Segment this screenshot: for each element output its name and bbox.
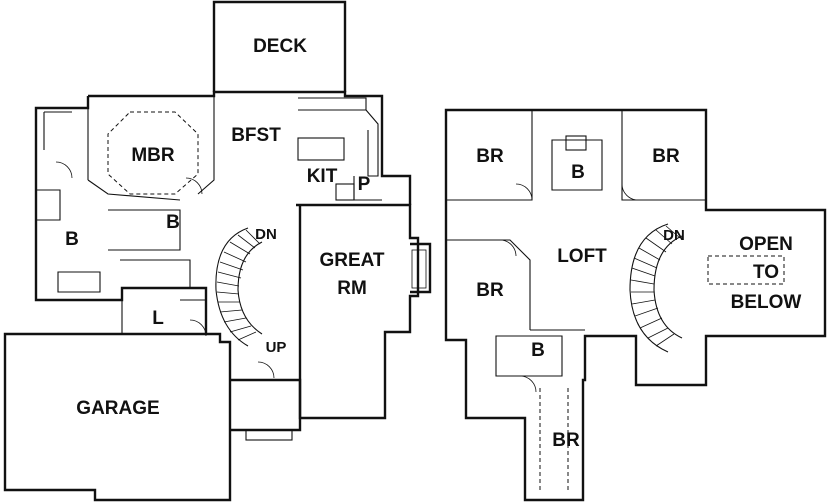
main-floor-exterior-walls <box>34 96 208 334</box>
mbr-wall-east <box>197 96 215 195</box>
garage-walls <box>3 332 232 502</box>
stair-inner-curve <box>237 241 263 335</box>
door-swing-br-top-right <box>621 183 639 201</box>
room-label-kit: KIT <box>307 166 338 187</box>
fireplace <box>411 249 427 289</box>
room-label-mbr: MBR <box>131 145 175 166</box>
room-label-br-top-left: BR <box>476 146 504 167</box>
hall-wall <box>120 259 191 288</box>
room-label-br-top-right: BR <box>652 146 680 167</box>
room-label-open: OPEN <box>739 234 793 255</box>
upper-floor-exterior-walls <box>444 108 827 502</box>
br-bottom-ceiling <box>539 388 569 492</box>
pantry-box <box>335 183 355 201</box>
room-label-pantry: P <box>358 174 371 195</box>
room-label-below: BELOW <box>731 292 802 313</box>
door-swing-br-top-left <box>515 183 533 201</box>
stair-outer-curve <box>215 227 249 347</box>
upper-stair-label-down: DN <box>663 227 685 244</box>
door-swing-left <box>55 161 73 179</box>
room-label-bath-left: B <box>65 229 79 250</box>
door-swing-mbr <box>185 177 203 195</box>
stair-label-down: DN <box>255 226 277 243</box>
great-room-right-bump <box>410 242 432 294</box>
master-bath-walls <box>108 209 181 251</box>
left-closet <box>43 111 72 150</box>
upper-stair-outer-curve <box>629 223 669 353</box>
room-label-laundry: L <box>152 308 164 329</box>
mbr-wall-south <box>87 179 181 201</box>
pantry-walls <box>353 176 382 201</box>
bath-top-sink <box>565 135 587 151</box>
laundry-walls <box>121 288 206 334</box>
room-label-rm: RM <box>337 278 367 299</box>
upper-stair-inner-curve <box>653 235 683 339</box>
room-label-bath-lower: B <box>531 340 545 361</box>
left-bath-tub <box>57 271 101 293</box>
porch-step <box>245 429 293 441</box>
mbr-tray-ceiling <box>107 111 199 195</box>
room-label-to: TO <box>753 262 779 283</box>
room-label-bath-top: B <box>571 162 585 183</box>
bath-top-walls <box>551 139 603 191</box>
upper-floor-plan: BR BR B LOFT BR B BR OPEN TO BELOW DN <box>444 108 827 502</box>
kitchen-counter-right <box>365 109 379 177</box>
room-label-great: GREAT <box>319 250 384 271</box>
kitchen-island <box>297 137 345 161</box>
br-left-walls <box>446 239 531 330</box>
upper-stair-treads <box>630 225 681 347</box>
main-floor-plan: DECK MBR BFST KIT P B B GREAT RM L GARAG… <box>3 0 432 502</box>
room-label-garage: GARAGE <box>76 398 159 419</box>
room-label-deck: DECK <box>253 36 307 57</box>
door-swing-laundry <box>189 319 207 337</box>
entry-walls <box>230 378 302 432</box>
main-floor-north-wall <box>88 90 412 205</box>
door-swing-bath-lower <box>519 375 537 393</box>
stair-label-up: UP <box>266 339 287 356</box>
open-to-below-outline <box>707 255 785 285</box>
kitchen-counter-top <box>298 97 367 111</box>
room-label-bfst: BFST <box>231 125 281 146</box>
br-top-right-walls <box>621 110 706 201</box>
room-label-br-left: BR <box>476 280 504 301</box>
bath-lower-walls <box>495 335 563 377</box>
door-swing-entry <box>257 361 275 379</box>
stair-treads <box>216 229 261 341</box>
great-room-walls <box>296 203 420 420</box>
room-label-br-bottom: BR <box>552 430 580 451</box>
deck-outline <box>212 0 347 92</box>
room-label-loft: LOFT <box>557 246 607 267</box>
closet-walls <box>36 189 61 221</box>
room-label-bath-master: B <box>166 212 180 233</box>
door-swing-br-left <box>499 239 517 257</box>
